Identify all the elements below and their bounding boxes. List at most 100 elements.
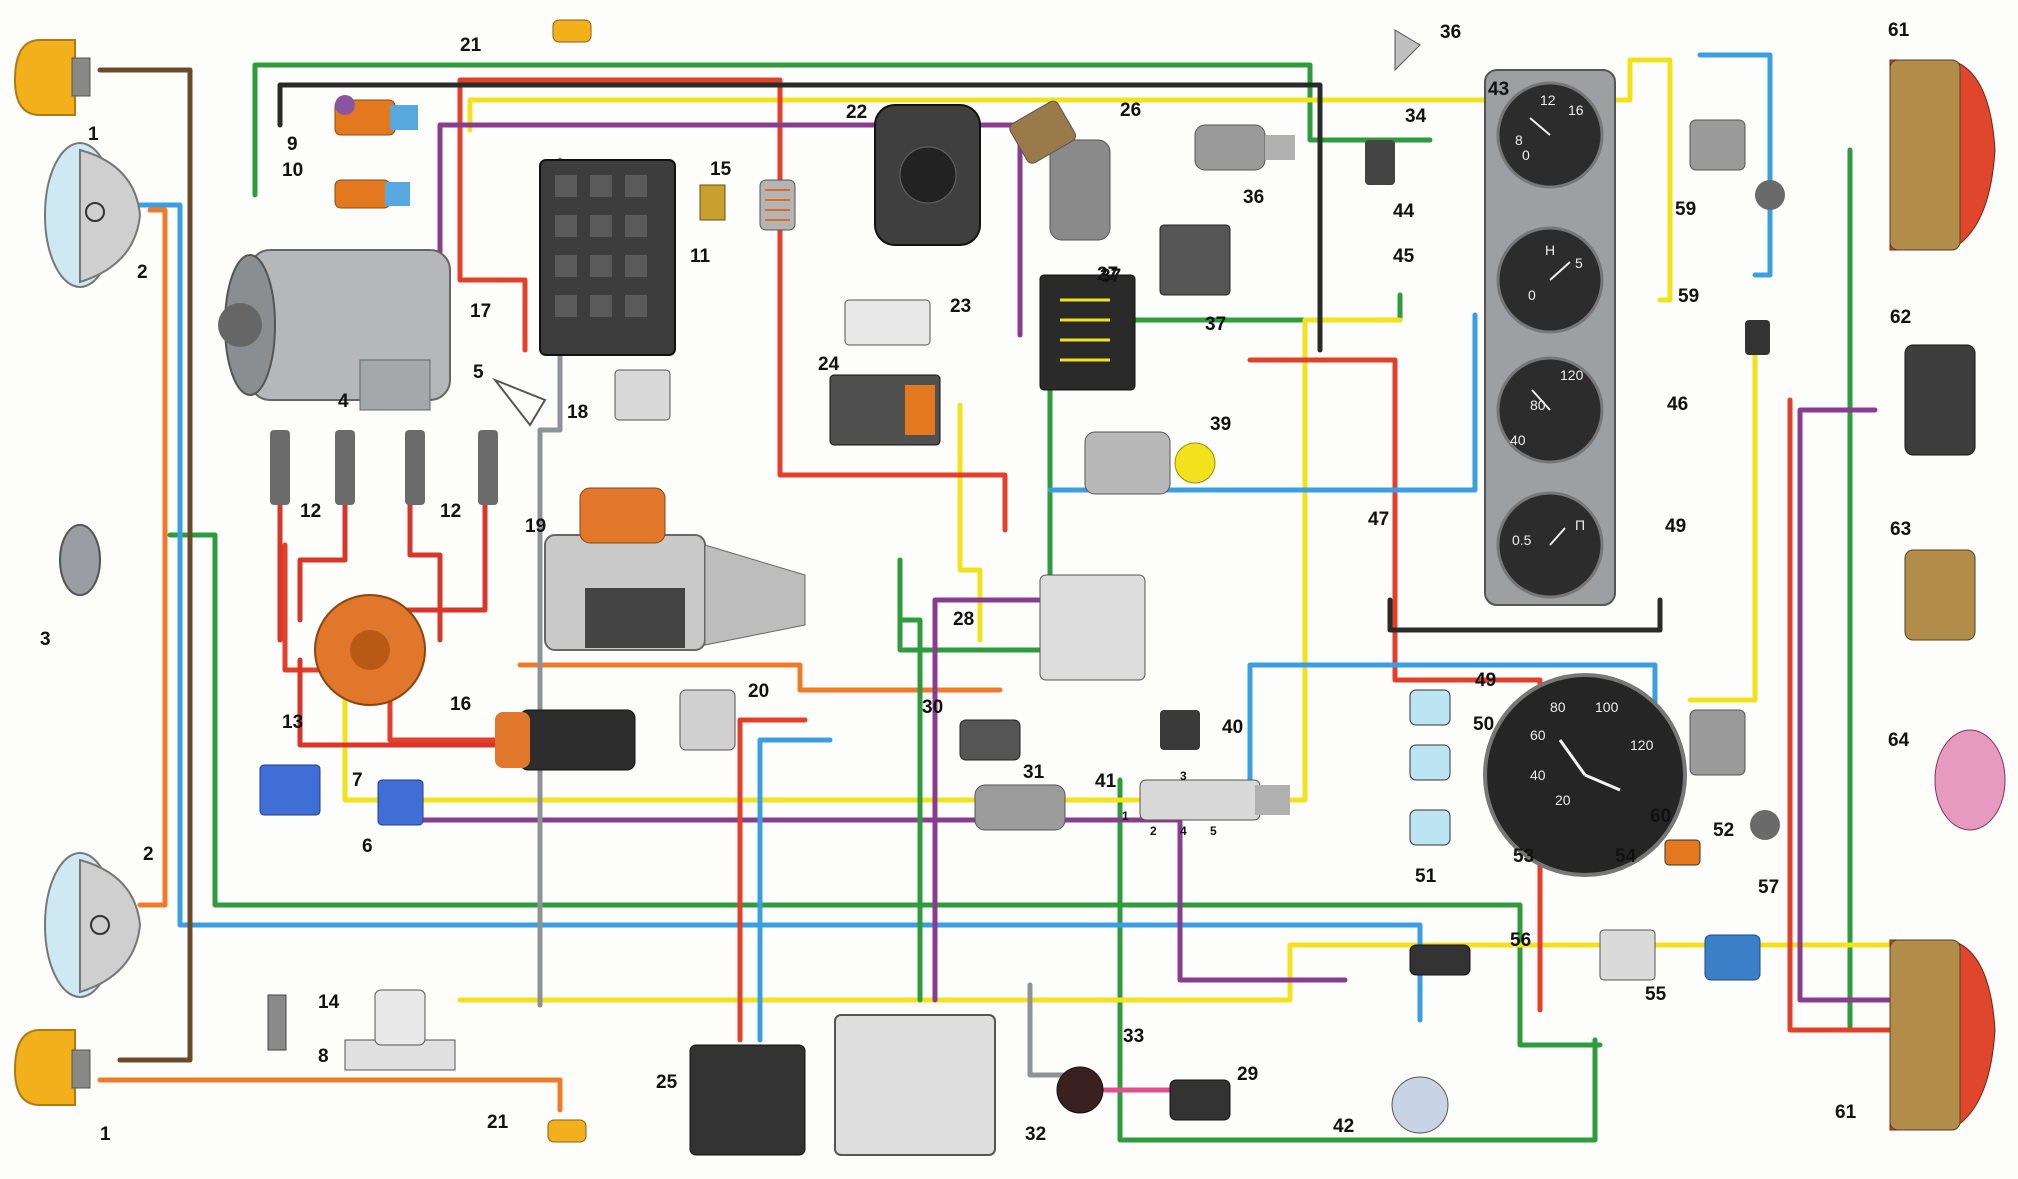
switch-41-pin-1: 1 — [1122, 809, 1129, 823]
headlamp-top — [44, 142, 142, 288]
callout-50: 50 — [1473, 714, 1494, 735]
wire-green-left-vertical — [167, 532, 1603, 1048]
gauge-fuel-tick-12: 12 — [1540, 92, 1556, 108]
component-31 — [974, 784, 1066, 831]
horn — [59, 524, 101, 596]
relay-27 — [1039, 274, 1136, 391]
fuse-block-25 — [689, 1044, 806, 1156]
component-59-switch — [1745, 320, 1770, 355]
callout-1b: 1 — [100, 1124, 111, 1145]
callout-51: 51 — [1415, 866, 1437, 887]
callout-64: 64 — [1888, 730, 1910, 751]
callout-63: 63 — [1890, 519, 1911, 540]
speedo-tick-60: 60 — [1530, 727, 1546, 743]
callout-21a: 21 — [460, 35, 482, 56]
callout-46: 46 — [1667, 394, 1688, 415]
callout-labels: 1 1 2 2 3 4 5 6 7 8 9 10 11 12 12 13 14 … — [40, 20, 1911, 1145]
speedo-tick-40: 40 — [1530, 767, 1546, 783]
callout-59b: 59 — [1678, 286, 1699, 307]
gauge-fuel-tick-16: 16 — [1568, 102, 1584, 118]
wire-brown-left — [97, 67, 193, 1063]
callout-9: 9 — [287, 134, 298, 155]
sensor-33 — [1056, 1066, 1104, 1114]
switch-41-pin-3: 3 — [1180, 769, 1187, 783]
wire-bundle-2 — [757, 737, 833, 1043]
callout-22: 22 — [846, 102, 867, 123]
gauge-volt-tick-0: 0 — [1528, 287, 1536, 303]
wire-green-bottom — [1117, 777, 1598, 1143]
callout-62: 62 — [1890, 307, 1911, 328]
speedo-needle — [1558, 739, 1621, 792]
front-turn-lamp-left-top — [13, 39, 91, 116]
control-unit-32 — [834, 1014, 996, 1156]
component-52 — [1664, 839, 1701, 866]
starter — [544, 487, 806, 651]
warning-lamp-50 — [1409, 744, 1451, 781]
wire-yellow-right — [1687, 352, 1758, 703]
component-23 — [844, 299, 931, 346]
speedo-tick-80: 80 — [1550, 699, 1566, 715]
ignition-coil — [495, 709, 636, 771]
callout-24: 24 — [818, 354, 840, 375]
gauge-fuel-tick-0: 0 — [1522, 147, 1530, 163]
callout-23: 23 — [950, 296, 971, 317]
rear-lamp-64 — [1934, 729, 2006, 831]
rear-lamp-top — [1889, 59, 1996, 251]
callout-10: 10 — [282, 160, 303, 181]
callout-11: 11 — [690, 246, 711, 267]
callout-49a: 49 — [1665, 516, 1686, 537]
component-60 — [1689, 709, 1780, 840]
component-6 — [377, 779, 424, 826]
component-30 — [959, 719, 1021, 761]
callout-61b: 61 — [1835, 1102, 1857, 1123]
wire-bundle-3 — [897, 617, 923, 1003]
callout-1a: 1 — [88, 124, 99, 145]
wire-bundle-4 — [932, 597, 1053, 1003]
callout-31: 31 — [1023, 762, 1045, 783]
rear-lamp-63 — [1904, 549, 1976, 641]
callout-4: 4 — [338, 391, 349, 412]
callout-27: 27 — [1097, 264, 1118, 285]
callout-36b: 36 — [1243, 187, 1264, 208]
wire-black-dash — [1387, 597, 1663, 633]
component-29 — [1169, 1079, 1231, 1121]
component-40 — [1160, 710, 1200, 750]
relay-18 — [614, 369, 671, 421]
gauge-fuel-tick-8: 8 — [1515, 132, 1523, 148]
switch-41-pin-5: 5 — [1210, 824, 1217, 838]
wire-red-right — [1787, 397, 1933, 1033]
wire-yellow-top — [467, 57, 1673, 303]
component-22 — [874, 104, 981, 246]
wire-green-top — [252, 62, 1433, 198]
wire-gray-bottom — [1027, 982, 1078, 1078]
speedometer: 20 40 60 80 100 120 — [1483, 673, 1687, 877]
callout-40: 40 — [1222, 717, 1243, 738]
callout-7: 7 — [352, 770, 363, 791]
switch-block-28 — [1039, 574, 1146, 681]
wire-red-battery — [457, 77, 1008, 533]
wiper-motor — [1009, 100, 1111, 241]
callout-2a: 2 — [137, 262, 148, 283]
plate-lamp-top — [552, 19, 592, 43]
callout-19: 19 — [525, 516, 546, 537]
callout-41: 41 — [1095, 771, 1117, 792]
component-7 — [259, 764, 321, 816]
switch-34 — [1365, 140, 1395, 185]
gauge-volt-tick-h: H — [1545, 242, 1555, 258]
callout-36a: 36 — [1440, 22, 1461, 43]
callout-60: 60 — [1650, 806, 1671, 827]
callout-44: 44 — [1393, 201, 1415, 222]
sensor-9 — [334, 95, 418, 136]
component-36-top — [1394, 29, 1421, 72]
wire-black-top — [277, 82, 1323, 353]
callout-8: 8 — [318, 1046, 329, 1067]
callout-25: 25 — [656, 1072, 678, 1093]
callout-26: 26 — [1120, 100, 1141, 121]
callout-49b: 49 — [1475, 670, 1496, 691]
switch-41-pin-2: 2 — [1150, 824, 1157, 838]
gauge-oil-tick-05: 0.5 — [1512, 532, 1532, 548]
front-turn-lamp-left-bottom — [13, 1029, 91, 1106]
callout-43: 43 — [1488, 79, 1509, 100]
callout-57: 57 — [1758, 877, 1779, 898]
